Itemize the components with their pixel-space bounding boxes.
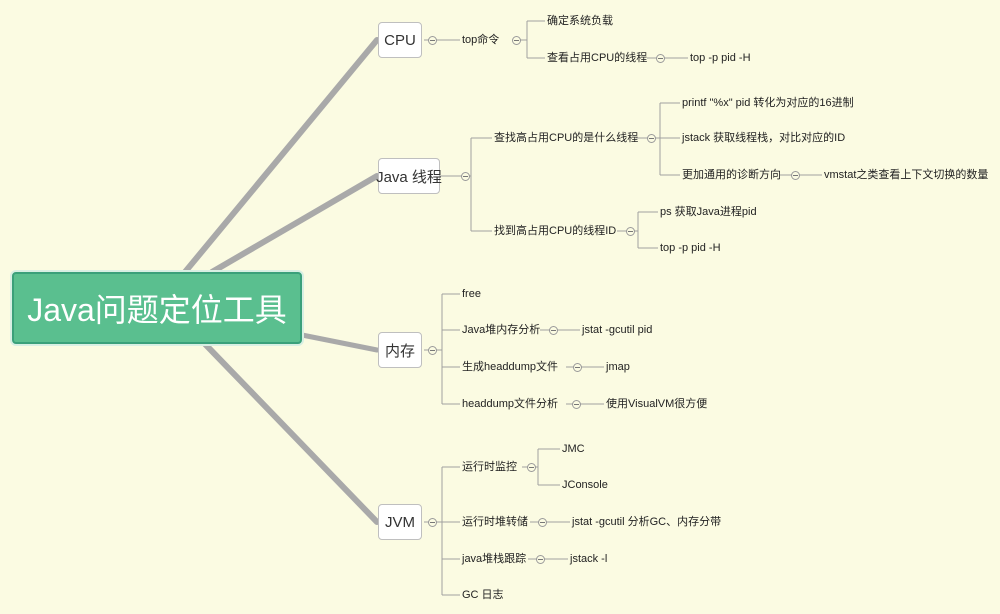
- topic-java-thread[interactable]: Java 线程: [376, 158, 442, 194]
- node-top-pid-h-2[interactable]: top -p pid -H: [660, 242, 721, 254]
- node-jstack-l[interactable]: jstack -l: [570, 553, 608, 565]
- node-headdump-gen[interactable]: 生成headdump文件: [462, 361, 558, 373]
- collapse-toggle[interactable]: [656, 54, 665, 63]
- node-heap-dump[interactable]: 运行时堆转储: [462, 516, 528, 528]
- branch-jvm: [202, 341, 380, 525]
- collapse-toggle[interactable]: [549, 326, 558, 335]
- collapse-toggle[interactable]: [572, 400, 581, 409]
- collapse-toggle[interactable]: [461, 172, 470, 181]
- collapse-toggle[interactable]: [512, 36, 521, 45]
- node-runtime-monitor[interactable]: 运行时监控: [462, 461, 517, 473]
- node-jmc[interactable]: JMC: [562, 443, 585, 455]
- branch-memory: [299, 332, 380, 353]
- collapse-toggle[interactable]: [791, 171, 800, 180]
- collapse-toggle[interactable]: [428, 346, 437, 355]
- topic-memory[interactable]: 内存: [378, 332, 422, 368]
- node-ps-pid[interactable]: ps 获取Java进程pid: [660, 206, 757, 218]
- collapse-toggle[interactable]: [573, 363, 582, 372]
- collapse-toggle[interactable]: [536, 555, 545, 564]
- branch-java-thread: [209, 173, 380, 275]
- node-jstat-gcutil[interactable]: jstat -gcutil pid: [582, 324, 653, 336]
- node-free[interactable]: free: [462, 288, 481, 300]
- node-jstack[interactable]: jstack 获取线程栈，对比对应的ID: [682, 132, 846, 144]
- node-jstat-gc-analysis[interactable]: jstat -gcutil 分析GC、内存分带: [572, 516, 722, 528]
- node-stack-trace[interactable]: java堆栈跟踪: [462, 553, 527, 565]
- node-jmap[interactable]: jmap: [606, 361, 630, 373]
- branch-cpu: [182, 37, 380, 275]
- node-view-cpu-thread[interactable]: 查看占用CPU的线程: [547, 52, 648, 64]
- node-heap-analysis[interactable]: Java堆内存分析: [462, 324, 541, 336]
- node-general-direction[interactable]: 更加通用的诊断方向: [682, 169, 781, 181]
- node-top-command[interactable]: top命令: [462, 34, 500, 46]
- node-gc-log[interactable]: GC 日志: [462, 589, 504, 601]
- root-topic[interactable]: Java问题定位工具: [12, 272, 302, 344]
- node-printf[interactable]: printf "%x" pid 转化为对应的16进制: [682, 97, 854, 109]
- collapse-toggle[interactable]: [527, 463, 536, 472]
- topic-jvm[interactable]: JVM: [378, 504, 422, 540]
- collapse-toggle[interactable]: [626, 227, 635, 236]
- node-top-pid-h[interactable]: top -p pid -H: [690, 52, 751, 64]
- collapse-toggle[interactable]: [538, 518, 547, 527]
- node-find-thread[interactable]: 查找高占用CPU的是什么线程: [494, 132, 639, 144]
- node-vmstat[interactable]: vmstat之类查看上下文切换的数量: [824, 169, 989, 181]
- node-headdump-analysis[interactable]: headdump文件分析: [462, 398, 558, 410]
- collapse-toggle[interactable]: [647, 134, 656, 143]
- node-system-load[interactable]: 确定系统负载: [547, 15, 613, 27]
- node-find-thread-id[interactable]: 找到高占用CPU的线程ID: [494, 225, 617, 237]
- node-visualvm[interactable]: 使用VisualVM很方便: [606, 398, 708, 410]
- collapse-toggle[interactable]: [428, 36, 437, 45]
- node-jconsole[interactable]: JConsole: [562, 479, 608, 491]
- collapse-toggle[interactable]: [428, 518, 437, 527]
- topic-cpu[interactable]: CPU: [378, 22, 422, 58]
